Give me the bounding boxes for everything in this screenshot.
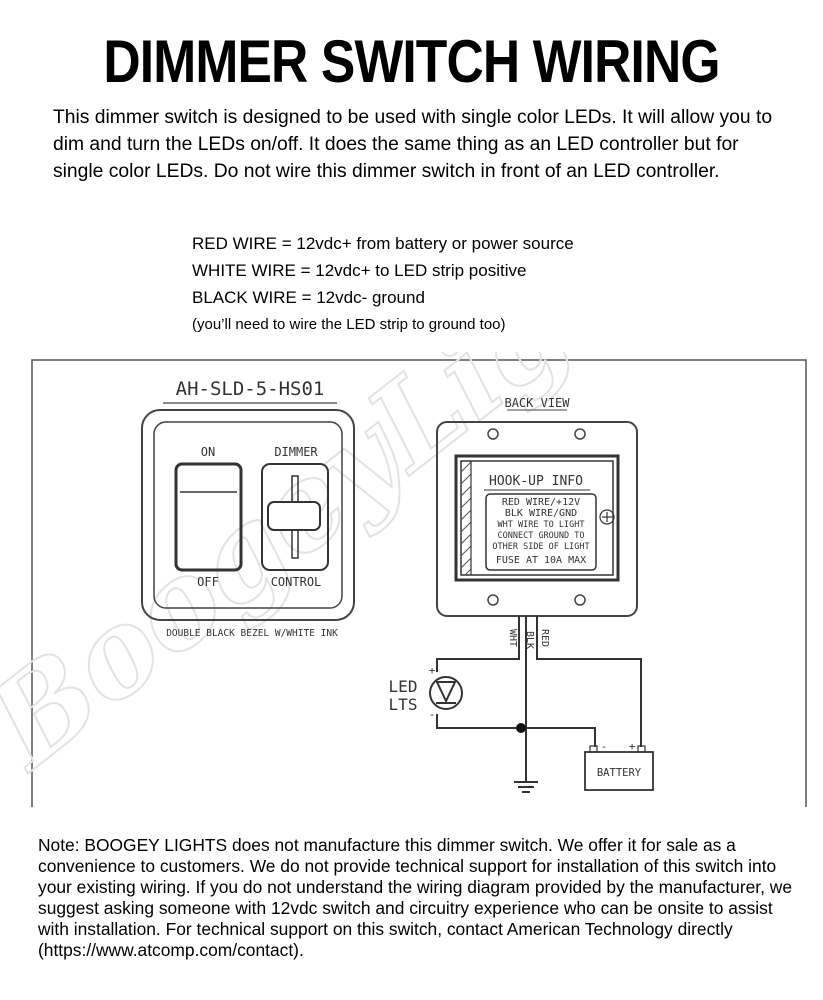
model-number: AH-SLD-5-HS01 xyxy=(176,378,325,400)
junction-dot xyxy=(516,723,526,733)
ground-note: (you’ll need to wire the LED strip to gr… xyxy=(192,316,506,333)
red-wire xyxy=(536,616,642,747)
control-label: CONTROL xyxy=(271,575,322,589)
disclaimer-note: Note: BOOGEY LIGHTS does not manufacture… xyxy=(38,835,793,960)
led-minus: - xyxy=(429,708,436,721)
battery-label: BATTERY xyxy=(597,767,642,779)
hookup-line: RED WIRE/+12V xyxy=(502,497,580,508)
battery-box xyxy=(584,751,654,791)
hookup-line: FUSE AT 10A MAX xyxy=(496,555,586,566)
back-view-label: BACK VIEW xyxy=(504,396,570,410)
lts-label: LTS xyxy=(389,695,418,714)
red-wire-text: RED WIRE = 12vdc+ from battery or power … xyxy=(192,234,574,253)
led-return-wire xyxy=(436,714,596,747)
hookup-line: WHT WIRE TO LIGHT xyxy=(498,520,585,530)
led-label: LED xyxy=(389,677,418,696)
led-symbol xyxy=(429,676,463,710)
black-wire-text: BLACK WIRE = 12vdc- ground xyxy=(192,288,425,307)
ground-screw-icon xyxy=(599,509,615,525)
off-label: OFF xyxy=(197,575,219,589)
white-wire xyxy=(436,616,520,672)
rocker-switch xyxy=(174,462,243,572)
slider-knob xyxy=(267,501,321,531)
bezel-caption: DOUBLE BLACK BEZEL W/WHITE INK xyxy=(166,628,338,639)
hookup-info-box xyxy=(485,493,597,571)
watermark-logo: BoogeyLights xyxy=(0,352,757,796)
wht-label: WHT xyxy=(507,629,518,647)
intro-paragraph: This dimmer switch is designed to be use… xyxy=(53,107,773,182)
blk-label: BLK xyxy=(524,631,535,649)
hookup-line: BLK WIRE/GND xyxy=(505,508,577,519)
battery-plus: + xyxy=(629,740,636,753)
battery-minus: - xyxy=(601,740,608,753)
hookup-title: HOOK-UP INFO xyxy=(489,474,583,489)
red-label: RED xyxy=(539,629,550,647)
wiring-diagram: BoogeyLights AH-SLD-5-HS01 ON OFF DIMMER… xyxy=(0,352,807,807)
switch-bezel xyxy=(141,409,355,621)
hookup-line: CONNECT GROUND TO xyxy=(498,531,585,541)
page-title: DIMMER SWITCH WIRING xyxy=(103,28,720,95)
white-wire-text: WHITE WIRE = 12vdc+ to LED strip positiv… xyxy=(192,261,527,280)
hookup-line: OTHER SIDE OF LIGHT xyxy=(492,542,589,552)
led-plus: + xyxy=(429,664,436,677)
on-label: ON xyxy=(201,445,215,459)
dimmer-label: DIMMER xyxy=(274,445,318,459)
wire-legend: RED WIRE = 12vdc+ from battery or power … xyxy=(192,230,574,338)
dimmer-slider xyxy=(261,463,329,571)
diagram-frame xyxy=(31,359,807,807)
